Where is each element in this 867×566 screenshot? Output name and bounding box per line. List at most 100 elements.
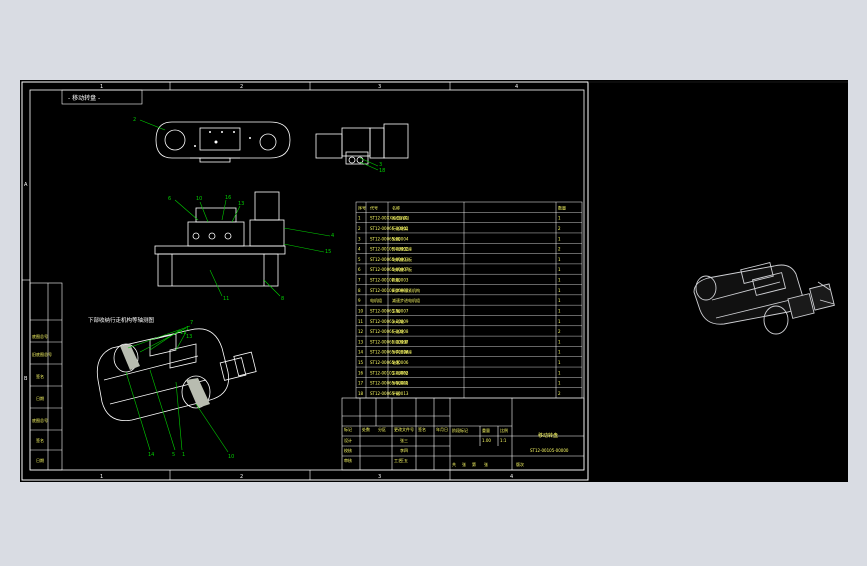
model-preview[interactable] xyxy=(693,262,835,335)
bom-cell: 5 xyxy=(358,257,361,262)
balloon: 10 xyxy=(228,454,234,460)
revision-header: 更改文件号 xyxy=(394,426,414,432)
balloon: 1 xyxy=(182,452,185,458)
bom-cell: 14 xyxy=(358,350,364,355)
bom-cell: 轮组 xyxy=(392,235,400,241)
bom-cell: 15 xyxy=(358,360,364,365)
revision-header: 年月日 xyxy=(436,426,448,432)
bom-cell: 3 xyxy=(358,236,361,241)
bom-header: 名称 xyxy=(392,204,400,210)
bom-cell: 1 xyxy=(558,350,561,355)
zone-bottom-1: 1 xyxy=(100,474,103,480)
bom-cell: ST12-00105-00003 xyxy=(370,370,409,375)
bom-cell: 行走轮套 xyxy=(392,338,408,344)
left-sidebar-table xyxy=(29,282,63,471)
zone-ticks xyxy=(22,82,451,480)
balloon: 5 xyxy=(172,452,175,458)
plan-view xyxy=(155,121,291,163)
balloon: 6 xyxy=(168,196,171,202)
zone-top-3: 3 xyxy=(378,84,381,90)
zone-labels: 1 2 3 4 1 2 3 4 A B xyxy=(24,84,518,480)
bom-cell: 1 xyxy=(558,236,561,241)
balloon: 8 xyxy=(281,296,284,302)
bom-cell: 11 xyxy=(358,319,364,324)
iso-belts xyxy=(120,344,210,408)
view-label: - 移动转盘 - xyxy=(68,94,100,102)
bom-cell: 12 xyxy=(358,329,364,334)
stage-header: 比例 xyxy=(500,427,508,433)
zone-bottom-2: 2 xyxy=(240,474,243,480)
front-view-leaders xyxy=(174,199,331,297)
bom-cell: 1 xyxy=(358,216,361,221)
bom-table xyxy=(355,201,583,399)
front-view xyxy=(154,191,286,287)
side-view-leaders xyxy=(359,157,379,171)
sidebar-label: 旧底图总号 xyxy=(32,351,52,357)
bom-cell: 2 xyxy=(358,226,361,231)
sign-row-label: 设计 xyxy=(344,437,352,443)
sidebar-label: 底图总号 xyxy=(32,417,48,423)
bom-cell: 1 xyxy=(558,339,561,344)
sign-row-label: 工艺 xyxy=(394,458,402,463)
zone-left-a: A xyxy=(24,182,28,188)
balloon: 11 xyxy=(180,330,186,336)
drawing-number: ST12-00105-00000 xyxy=(530,448,569,453)
bom-cell: ST12-00108-00003 xyxy=(370,288,409,293)
iso-leaders xyxy=(125,325,229,453)
bom-cell: ST12-00065-00007 xyxy=(370,308,409,313)
balloon: 4 xyxy=(331,233,334,239)
bom-cell: ST12-00XXX-CD (C) xyxy=(370,216,410,221)
bom-cell: 1 xyxy=(558,370,561,375)
zone-top-1: 1 xyxy=(100,84,103,90)
balloon: 3 xyxy=(379,162,382,168)
bom-cell: 10 xyxy=(358,308,364,313)
bom-cell: 13 xyxy=(358,339,364,344)
bom-cell: 传动轮支座 xyxy=(392,246,412,252)
bom-cell: ST12-00065-00001 xyxy=(370,226,409,231)
stage-header: 重量 xyxy=(482,427,490,433)
bom-cell: 9 xyxy=(358,298,361,303)
bom-cell: 6 xyxy=(358,267,361,272)
bom-cell: 2 xyxy=(558,329,561,334)
bom-cell: ST12-00065-00004 xyxy=(370,350,409,355)
sheet-info: 共 xyxy=(452,461,456,467)
sign-value: 李四 xyxy=(400,447,408,453)
bom-header: 代号 xyxy=(370,204,378,210)
sign-row-label: 校核 xyxy=(344,447,352,453)
bom-cell: 主动带轮 xyxy=(392,369,408,375)
bom-cell: 2 xyxy=(558,247,561,252)
bom-cell: 4 xyxy=(358,247,361,252)
revision-header: 处数 xyxy=(362,426,370,432)
front-view-balloons: 6 10 16 13 4 15 11 8 xyxy=(168,195,334,302)
bom-cell: 平键 xyxy=(392,390,400,396)
bom-cell: 导轨滑块 xyxy=(392,380,408,386)
bom-cell: ST12-00065-00005 xyxy=(370,381,409,386)
bom-cell: ST12-00065-00003 xyxy=(370,257,409,262)
sign-value: 王五 xyxy=(400,458,408,463)
bom-cell: 减速步进电机组 xyxy=(392,297,420,303)
bom-cell: ST12-00108-00003 xyxy=(370,278,409,283)
version-label: 版次 xyxy=(516,461,524,467)
title-block xyxy=(341,397,585,471)
zone-left-b: B xyxy=(24,376,28,382)
iso-caption: 下部收纳行走机构等轴测图 xyxy=(88,316,155,324)
bom-cell: 7 xyxy=(358,278,361,283)
bom-cell: 托板 xyxy=(392,277,400,283)
plan-view-leader xyxy=(139,119,166,131)
sidebar-label: 签名 xyxy=(36,373,44,379)
zone-bottom-4: 4 xyxy=(510,474,513,480)
bom-cell: 导向支撑座 xyxy=(392,349,412,355)
bom-cell: 2 xyxy=(558,391,561,396)
stage-header: 阶段标记 xyxy=(452,427,468,433)
revision-header: 标记 xyxy=(344,426,352,432)
iso-view xyxy=(96,328,257,421)
view-label-box: - 移动转盘 - xyxy=(61,89,143,105)
weight-value: 1.00 xyxy=(482,438,491,443)
side-view xyxy=(315,123,409,165)
bom-cell: ST12-00065-00007 xyxy=(370,267,409,272)
bom-cell: 行走轮 xyxy=(392,328,404,334)
bom-cell: 组合机构 xyxy=(392,215,408,221)
bom-cell: 1 xyxy=(558,319,561,324)
sidebar-label: 日期 xyxy=(36,395,44,401)
